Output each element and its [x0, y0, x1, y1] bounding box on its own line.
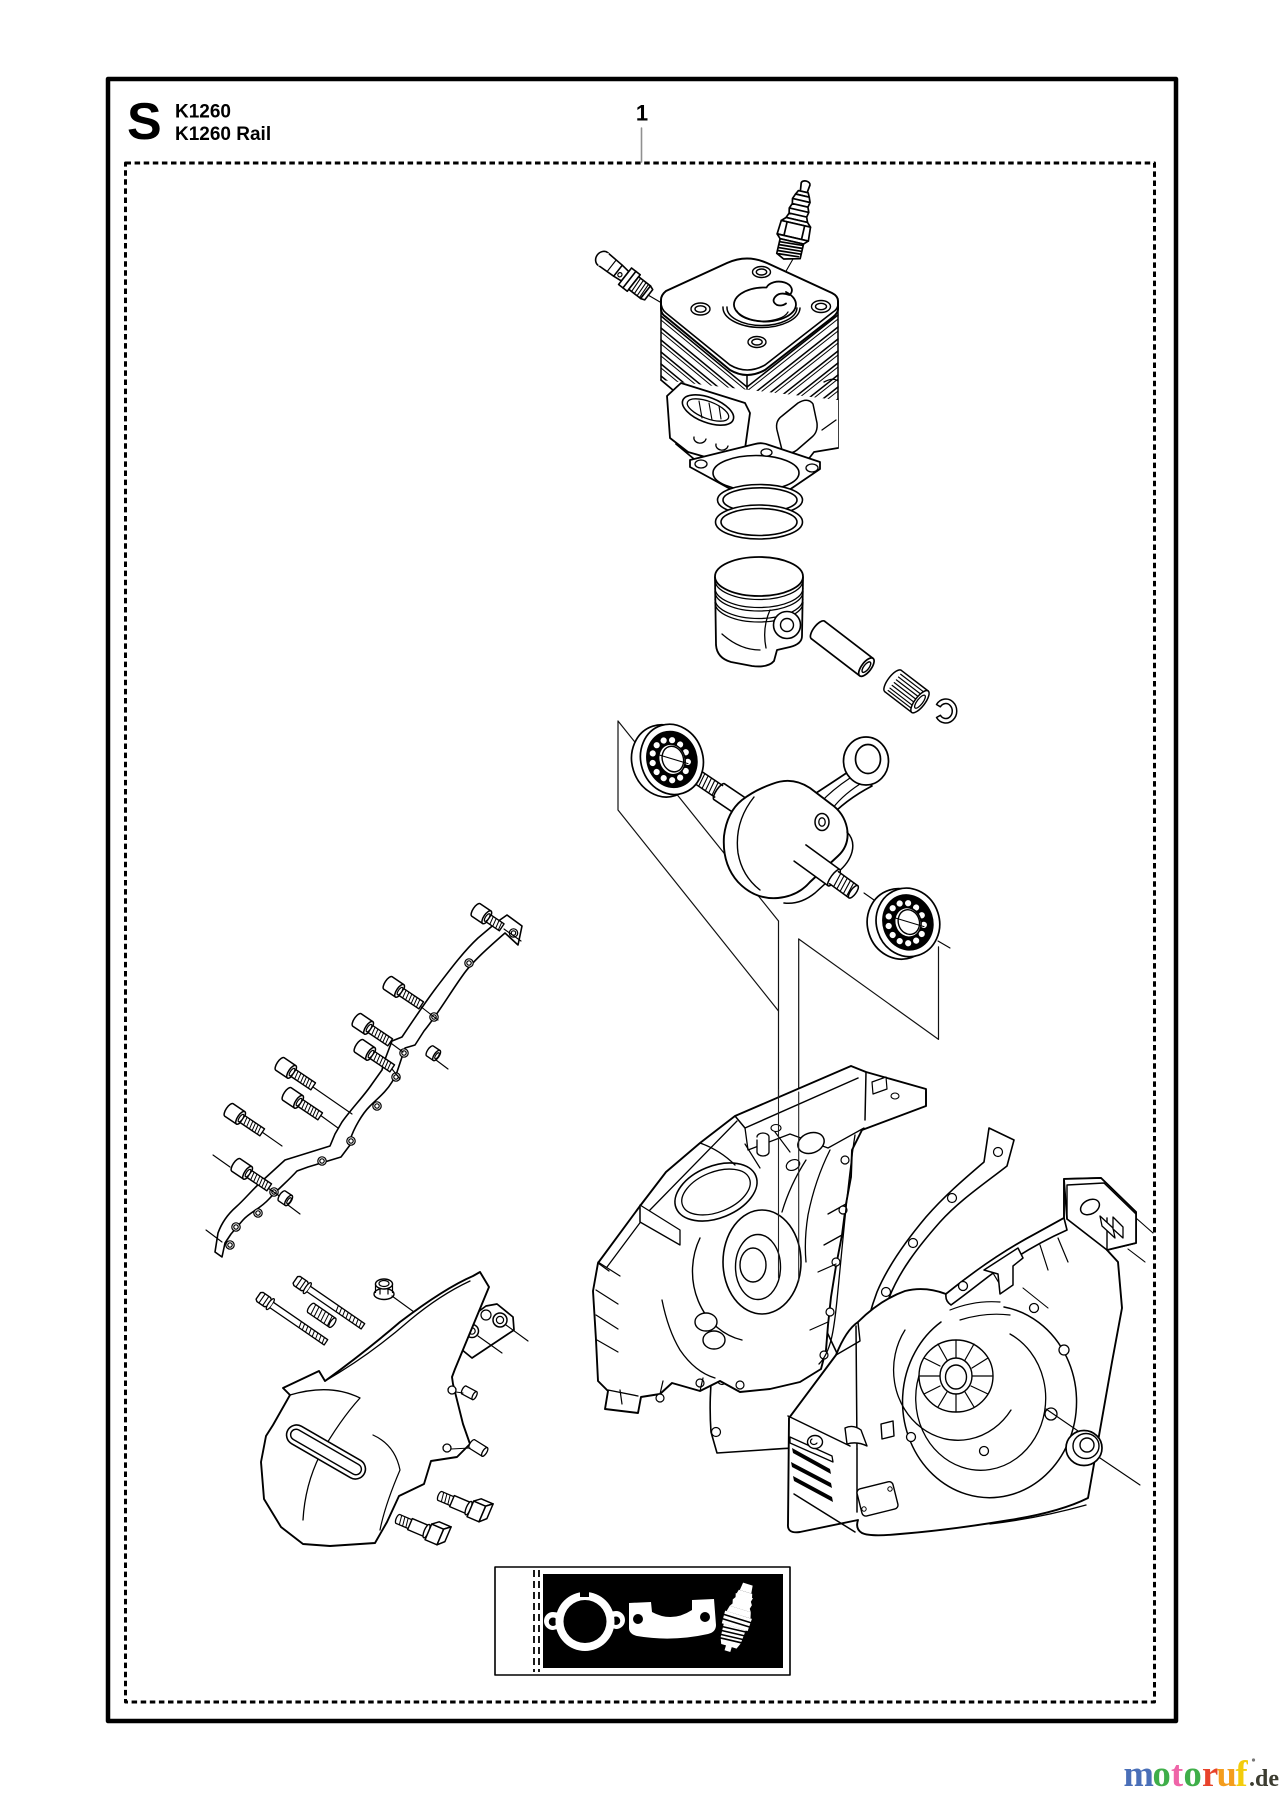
svg-text:t: t: [1171, 1753, 1183, 1794]
svg-text:.de: .de: [1249, 1766, 1279, 1792]
svg-text:o: o: [1184, 1753, 1202, 1794]
svg-text:f: f: [1236, 1753, 1249, 1794]
svg-text:K1260 Rail: K1260 Rail: [175, 124, 271, 145]
svg-text:r: r: [1202, 1753, 1218, 1794]
svg-text:o: o: [1153, 1753, 1171, 1794]
svg-text:m: m: [1124, 1753, 1154, 1794]
svg-text:u: u: [1217, 1753, 1237, 1794]
svg-text:1: 1: [636, 101, 648, 126]
svg-text:K1260: K1260: [175, 102, 231, 123]
svg-text:S: S: [127, 93, 162, 151]
